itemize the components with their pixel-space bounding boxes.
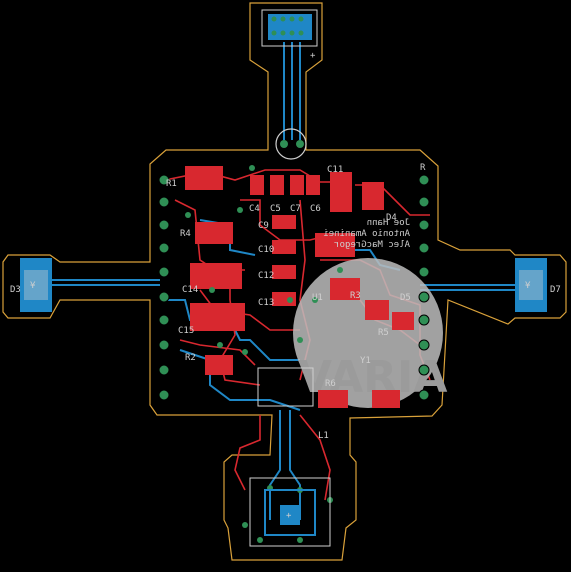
label-c10: C10 [258,245,274,255]
pad-d4 [362,182,384,210]
svg-text:¥: ¥ [30,281,36,291]
bottom-copper-traces [40,42,520,520]
pad-c6 [306,175,320,195]
label-c5: C5 [270,204,281,214]
qfn-chip: + [249,477,331,547]
pad-c14 [190,263,242,289]
label-r6: R6 [325,379,336,389]
label-l1: L1 [318,431,329,441]
mounting-hole [275,128,307,160]
label-r1: R1 [166,179,177,189]
pad-y1 [330,278,360,300]
label-c12: C12 [258,271,274,281]
pad-r2 [205,355,233,375]
led-d3: ¥ [20,258,52,312]
label-d4: D4 [386,213,397,223]
pad-r1 [185,166,223,190]
pad-c10 [272,240,296,254]
label-r4: R4 [180,229,191,239]
label-u1: U1 [312,293,323,303]
label-d7: D7 [550,285,561,295]
label-c4: C4 [249,204,260,214]
label-c13: C13 [258,298,274,308]
crystal-outline [257,367,314,407]
pad-c12 [272,265,296,279]
label-r: R [420,163,426,173]
bottom-silkscreen-names: Joe Hann Antonio Amaninei Alec MacGregor [323,218,410,250]
name-line3: Alec MacGregor [334,240,410,250]
pad-r5 [392,312,414,330]
svg-text:+: + [310,51,316,61]
label-c7: C7 [290,204,301,214]
pad-c9 [272,215,296,229]
name-line2: Antonio Amaninei [323,229,410,239]
board-outline [2,2,567,561]
label-r3: R3 [350,291,361,301]
led-d7: ¥ [515,258,547,312]
label-d5: D5 [400,293,411,303]
svg-text:¥: ¥ [525,281,531,291]
label-r5: R5 [378,328,389,338]
pad-r6 [318,390,348,408]
vias [185,140,343,543]
pad-u1 [315,233,355,257]
label-d3: D3 [10,285,21,295]
label-r2: R2 [185,353,196,363]
varia-logo: VARIA [293,258,447,408]
pad-c7 [290,175,304,195]
pad-l1 [372,390,400,408]
pad-c5 [270,175,284,195]
pad-r4 [195,222,233,244]
label-y1: Y1 [360,356,371,366]
pad-c15 [190,303,245,331]
label-c6: C6 [310,204,321,214]
pad-c11 [330,172,352,212]
label-c15: C15 [178,326,194,336]
usb-connector: + [261,9,318,61]
pad-c4 [250,175,264,195]
name-line1: Joe Hann [367,218,410,228]
label-c14: C14 [182,285,198,295]
svg-text:+: + [286,511,292,521]
label-c11: C11 [327,165,343,175]
label-c9: C9 [258,221,269,231]
pad-r3 [365,300,389,320]
header-pins [158,174,430,401]
smd-pads [185,166,414,408]
silkscreen-labels: R1 R4 R2 R C4 C5 C7 C6 C11 C9 C10 C12 C1… [10,163,561,441]
